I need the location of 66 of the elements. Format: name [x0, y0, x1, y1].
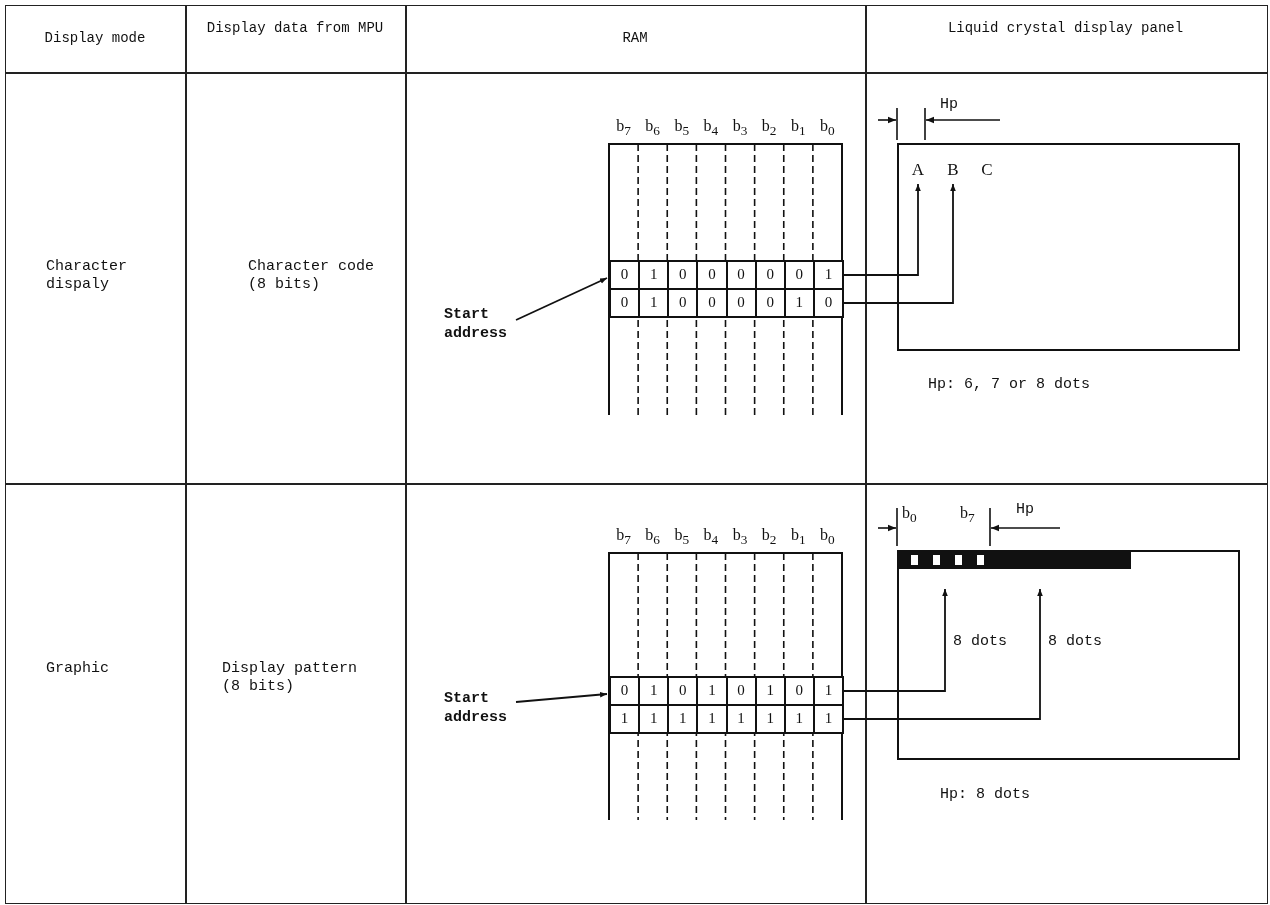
bit-value: 1 [783, 290, 813, 316]
note-text: Hp: 6, 7 or 8 dots [928, 376, 1091, 394]
arrow [843, 588, 948, 692]
bit-label: b$_{2}$ [760, 116, 778, 140]
column-header: Display mode [43, 30, 147, 47]
bit-label: b$_{5}$ [673, 116, 691, 140]
bit-label: b$_{4}$ [702, 116, 720, 140]
bit-label: b$_{0}$ [819, 116, 836, 140]
bit-value: 1 [812, 706, 842, 732]
arrow [515, 277, 608, 321]
bit-label: b$_{6}$ [644, 116, 661, 140]
column-header: Liquid crystal display panel [946, 20, 1185, 37]
ram-row [609, 288, 844, 318]
bit-value: 1 [667, 706, 697, 732]
bit-value: 0 [619, 265, 630, 284]
annotation-text: Start address [444, 306, 516, 346]
arrow [843, 183, 921, 276]
row-label: Display pattern (8 bits) [222, 660, 359, 696]
dot-bar [899, 552, 1131, 569]
display-character: A [910, 159, 926, 181]
bit-value: 1 [696, 706, 726, 732]
bit-value: 0 [619, 293, 630, 312]
bit-label: b$_{7}$ [615, 116, 632, 140]
display-character: C [979, 159, 995, 181]
bit-value: 0 [812, 290, 842, 316]
bit-value: 1 [754, 706, 784, 732]
bit-label: b$_{7}$ [960, 503, 975, 527]
display-character: B [945, 159, 961, 181]
bit-value: 1 [638, 706, 668, 732]
bit-value: 1 [783, 706, 813, 732]
ram-row [609, 676, 844, 706]
arrow [843, 183, 956, 304]
bit-label: b$_{5}$ [673, 525, 691, 549]
row-label: Character dispaly [46, 258, 128, 294]
ram-row [609, 704, 844, 734]
bit-label: b$_{3}$ [731, 525, 749, 549]
arrow [515, 691, 608, 703]
bit-label: b$_{6}$ [644, 525, 661, 549]
bit-value: 0 [725, 290, 755, 316]
arrow [843, 588, 1043, 720]
ram-row [609, 260, 844, 290]
bit-value: 1 [619, 709, 630, 728]
bit-value: 1 [725, 706, 755, 732]
bit-label: b$_{1}$ [789, 116, 807, 140]
bit-label: b$_{0}$ [902, 503, 917, 527]
bit-label: b$_{7}$ [615, 525, 632, 549]
display-panel [897, 550, 1240, 760]
bit-value: 0 [619, 681, 630, 700]
display-panel [897, 143, 1240, 351]
bit-value: 0 [696, 290, 726, 316]
row-label: Character code (8 bits) [248, 258, 376, 294]
bit-value: 0 [754, 290, 784, 316]
bit-label: b$_{0}$ [819, 525, 836, 549]
bit-label: b$_{3}$ [731, 116, 749, 140]
bit-label: b$_{1}$ [789, 525, 807, 549]
dimension-label: Hp [940, 96, 958, 114]
dimension-label: Hp [1016, 501, 1034, 519]
bit-value: 1 [638, 290, 668, 316]
column-header: Display data from MPU [205, 20, 385, 37]
bit-label: b$_{2}$ [760, 525, 778, 549]
column-header: RAM [621, 30, 649, 47]
row-label: Graphic [46, 660, 110, 678]
note-text: Hp: 8 dots [940, 786, 1030, 804]
bit-value: 0 [667, 290, 697, 316]
annotation-text: Start address [444, 690, 516, 730]
bit-label: b$_{4}$ [702, 525, 720, 549]
